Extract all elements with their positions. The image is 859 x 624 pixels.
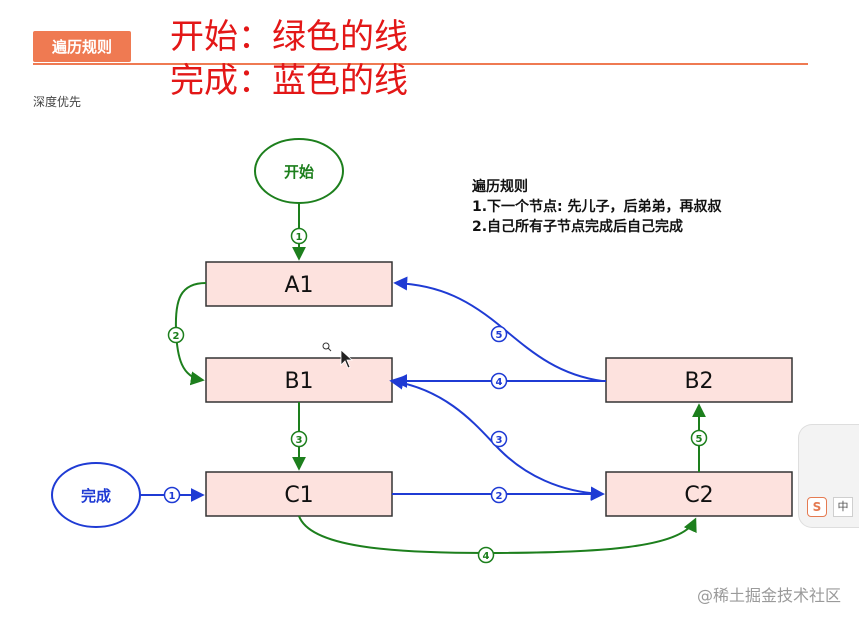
rules-line-2: 2.自己所有子节点完成后自己完成 (472, 219, 684, 235)
node-b2-label: B2 (684, 369, 713, 394)
watermark: @稀土掘金技术社区 (696, 586, 841, 605)
blue-step-badge-2 (490, 486, 508, 504)
ime-floating-widget[interactable]: S 中 (798, 424, 859, 528)
node-c2-label: C2 (684, 483, 713, 508)
node-b1-label: B1 (284, 369, 313, 394)
ime-logo-icon[interactable]: S (807, 497, 827, 517)
green-step-badge-1 (290, 227, 308, 245)
zoom-icon (322, 342, 332, 352)
node-c1-label: C1 (284, 483, 313, 508)
green-edge-c1-c2 (298, 515, 697, 555)
node-c2 (605, 471, 793, 517)
finish-node-label: 完成 (81, 487, 111, 505)
blue-step-badge-4 (490, 372, 508, 390)
start-node-label: 开始 (284, 163, 314, 181)
green-step-badge-4 (477, 546, 495, 564)
blue-step-label-2: 2 (496, 491, 503, 502)
green-step-label-1: 1 (296, 232, 303, 243)
green-step-label-4: 4 (483, 551, 490, 562)
blue-step-label-1: 1 (169, 491, 176, 502)
node-c1 (205, 471, 393, 517)
node-b1 (205, 357, 393, 403)
blue-step-label-3: 3 (496, 435, 503, 446)
blue-step-label-5: 5 (496, 330, 503, 341)
green-step-badge-5 (690, 429, 708, 447)
finish-note: 完成：蓝色的线 (170, 61, 408, 101)
blue-step-badge-3 (490, 430, 508, 448)
header-subtitle: 深度优先 (33, 95, 82, 109)
blue-step-label-4: 4 (496, 377, 503, 388)
blue-edge-b1-c2 (389, 375, 605, 501)
header-divider (33, 63, 808, 65)
green-step-label-5: 5 (696, 434, 703, 445)
start-note: 开始：绿色的线 (170, 17, 408, 57)
node-a1-label: A1 (284, 273, 313, 298)
green-step-label-3: 3 (296, 435, 303, 446)
rules-line-1: 1.下一个节点: 先儿子，后弟弟，再叔叔 (472, 199, 722, 215)
ime-mode-button[interactable]: 中 (833, 497, 853, 517)
green-step-badge-3 (290, 430, 308, 448)
rules-title: 遍历规则 (472, 179, 528, 195)
traversal-rules: 遍历规则 1.下一个节点: 先儿子，后弟弟，再叔叔 2.自己所有子节点完成后自己… (472, 177, 722, 237)
blue-step-badge-1 (163, 486, 181, 504)
blue-step-badge-5 (490, 325, 508, 343)
green-step-label-2: 2 (173, 331, 180, 342)
green-step-badge-2 (167, 326, 185, 344)
mouse-cursor-icon (340, 349, 354, 369)
header-badge: 遍历规则 (33, 31, 131, 62)
